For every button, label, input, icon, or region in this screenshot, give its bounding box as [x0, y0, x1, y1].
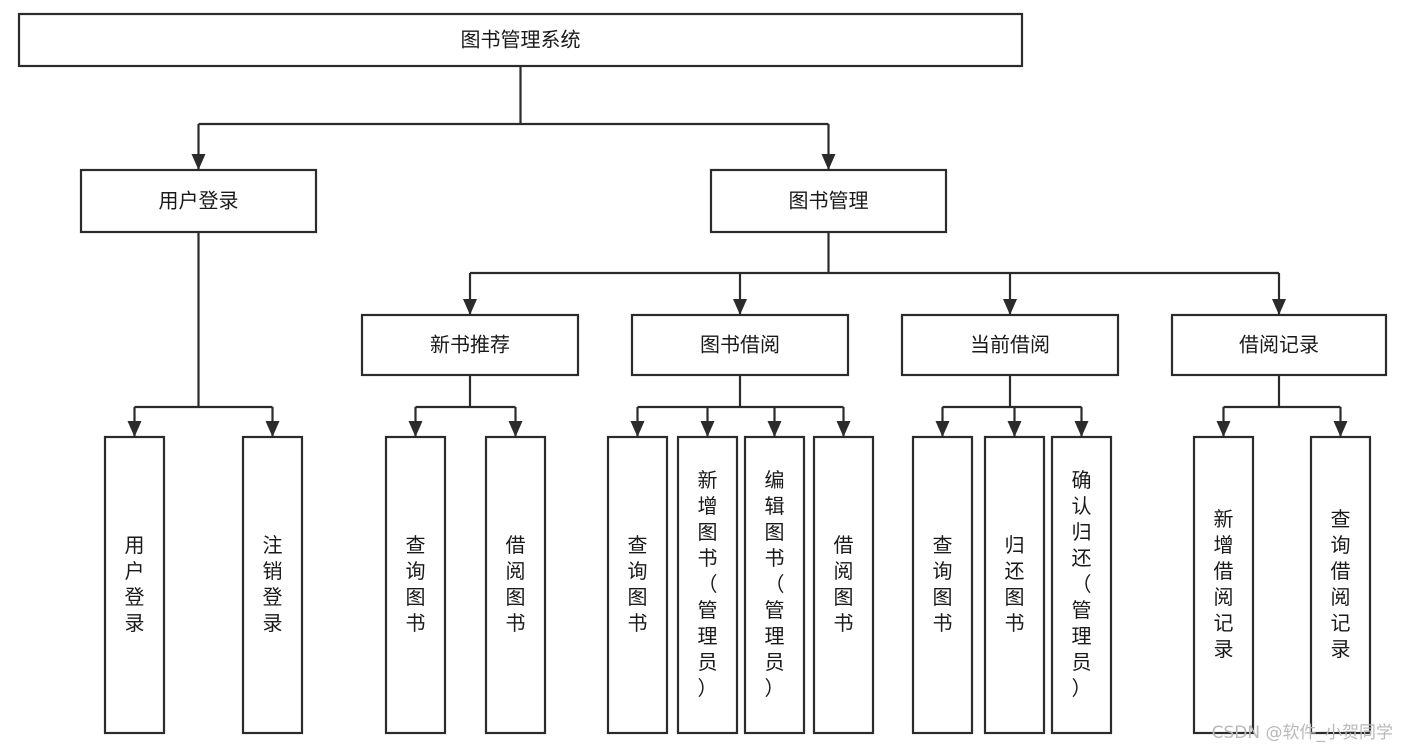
- node-leaf-add-book-box[interactable]: [676, 435, 739, 735]
- node-leaf-borrow-book-recommend[interactable]: 借阅图书: [484, 435, 547, 735]
- node-root[interactable]: 图书管理系统: [17, 12, 1024, 68]
- node-leaf-edit-book-label: 编辑图书（管理员）: [765, 468, 785, 700]
- node-leaf-return-book-label: 归还图书: [1005, 533, 1025, 635]
- node-leaf-logout-label: 注销登录: [263, 533, 283, 635]
- node-leaf-user-login-label: 用户登录: [125, 533, 145, 635]
- bookmanage-to-l3-arrow-3: [1272, 299, 1286, 315]
- node-leaf-query-book-current-label: 查询图书: [933, 533, 953, 635]
- node-leaf-add-borrow-record-label: 新增借阅记录: [1214, 507, 1234, 661]
- node-leaf-return-book[interactable]: 归还图书: [983, 435, 1046, 735]
- node-current-borrow-box[interactable]: [900, 313, 1120, 377]
- node-new-book-recommend-label: 新书推荐: [430, 333, 510, 357]
- node-user-login[interactable]: 用户登录: [79, 168, 318, 234]
- node-leaf-logout[interactable]: 注销登录: [241, 435, 304, 735]
- node-leaf-query-book-recommend[interactable]: 查询图书: [384, 435, 447, 735]
- node-book-borrow[interactable]: 图书借阅: [630, 313, 850, 377]
- node-leaf-borrow-book-recommend-box[interactable]: [484, 435, 547, 735]
- node-book-manage[interactable]: 图书管理: [709, 168, 948, 234]
- node-leaf-query-book-recommend-label: 查询图书: [406, 533, 426, 635]
- leafgrp-current-borrow-arrow-2: [1074, 421, 1089, 437]
- node-user-login-label: 用户登录: [159, 189, 239, 213]
- node-leaf-edit-book[interactable]: 编辑图书（管理员）: [743, 435, 806, 735]
- leafgrp-user-login-arrow-1: [265, 421, 280, 437]
- leafgrp-book-borrow-arrow-2: [767, 421, 782, 437]
- bookmanage-to-l3-arrow-2: [1003, 299, 1017, 315]
- node-root-box[interactable]: [17, 12, 1024, 68]
- node-leaf-confirm-return[interactable]: 确认归还（管理员）: [1050, 435, 1113, 735]
- leafgrp-current-borrow-arrow-1: [1007, 421, 1022, 437]
- node-new-book-recommend[interactable]: 新书推荐: [360, 313, 580, 377]
- node-root-label: 图书管理系统: [461, 28, 581, 52]
- root-to-l2-arrow-0: [191, 154, 206, 170]
- node-leaf-query-book-borrow[interactable]: 查询图书: [606, 435, 669, 735]
- node-leaf-confirm-return-label: 确认归还（管理员）: [1072, 468, 1092, 700]
- node-leaf-add-borrow-record-box[interactable]: [1192, 435, 1255, 735]
- leafgrp-current-borrow-arrow-0: [935, 421, 950, 437]
- leafgrp-new-book-recommend-arrow-0: [408, 421, 423, 437]
- leafgrp-user-login-arrow-0: [127, 421, 142, 437]
- root-to-l2-arrow-1: [821, 154, 836, 170]
- node-book-borrow-box[interactable]: [630, 313, 850, 377]
- node-leaf-add-borrow-record[interactable]: 新增借阅记录: [1192, 435, 1255, 735]
- node-leaf-user-login[interactable]: 用户登录: [103, 435, 166, 735]
- node-new-book-recommend-box[interactable]: [360, 313, 580, 377]
- node-leaf-query-borrow-record-box[interactable]: [1309, 435, 1372, 735]
- node-borrow-record-box[interactable]: [1170, 313, 1388, 377]
- node-leaf-query-book-borrow-box[interactable]: [606, 435, 669, 735]
- node-book-borrow-label: 图书借阅: [700, 333, 780, 357]
- node-leaf-borrow-book-box[interactable]: [812, 435, 875, 735]
- node-leaf-confirm-return-box[interactable]: [1050, 435, 1113, 735]
- node-leaf-borrow-book-label: 借阅图书: [834, 533, 854, 635]
- leafgrp-borrow-record-arrow-0: [1216, 421, 1231, 437]
- node-current-borrow-label: 当前借阅: [970, 333, 1050, 357]
- leafgrp-book-borrow-arrow-1: [700, 421, 715, 437]
- leafgrp-book-borrow-arrow-0: [630, 421, 645, 437]
- node-leaf-query-borrow-record[interactable]: 查询借阅记录: [1309, 435, 1372, 735]
- leafgrp-borrow-record-arrow-1: [1333, 421, 1348, 437]
- node-boxes: 图书管理系统用户登录图书管理新书推荐图书借阅当前借阅借阅记录用户登录注销登录查询…: [17, 12, 1388, 735]
- node-leaf-user-login-box[interactable]: [103, 435, 166, 735]
- node-leaf-edit-book-box[interactable]: [743, 435, 806, 735]
- node-leaf-query-book-current[interactable]: 查询图书: [911, 435, 974, 735]
- node-leaf-query-book-current-box[interactable]: [911, 435, 974, 735]
- node-leaf-borrow-book-recommend-label: 借阅图书: [506, 533, 526, 635]
- node-borrow-record-label: 借阅记录: [1239, 333, 1319, 357]
- node-leaf-logout-box[interactable]: [241, 435, 304, 735]
- connector-lines: [127, 66, 1348, 437]
- node-borrow-record[interactable]: 借阅记录: [1170, 313, 1388, 377]
- node-leaf-add-book-label: 新增图书（管理员）: [698, 468, 718, 700]
- node-book-manage-box[interactable]: [709, 168, 948, 234]
- node-current-borrow[interactable]: 当前借阅: [900, 313, 1120, 377]
- node-leaf-query-book-recommend-box[interactable]: [384, 435, 447, 735]
- leafgrp-book-borrow-arrow-3: [836, 421, 851, 437]
- node-user-login-box[interactable]: [79, 168, 318, 234]
- node-leaf-return-book-box[interactable]: [983, 435, 1046, 735]
- bookmanage-to-l3-arrow-1: [733, 299, 747, 315]
- node-leaf-add-book[interactable]: 新增图书（管理员）: [676, 435, 739, 735]
- node-leaf-query-book-borrow-label: 查询图书: [628, 533, 648, 635]
- node-leaf-query-borrow-record-label: 查询借阅记录: [1331, 507, 1351, 661]
- node-book-manage-label: 图书管理: [789, 189, 869, 213]
- leafgrp-new-book-recommend-arrow-1: [508, 421, 523, 437]
- csdn-watermark: CSDN @软件_小贺同学: [1211, 723, 1393, 743]
- bookmanage-to-l3-arrow-0: [463, 299, 477, 315]
- node-leaf-borrow-book[interactable]: 借阅图书: [812, 435, 875, 735]
